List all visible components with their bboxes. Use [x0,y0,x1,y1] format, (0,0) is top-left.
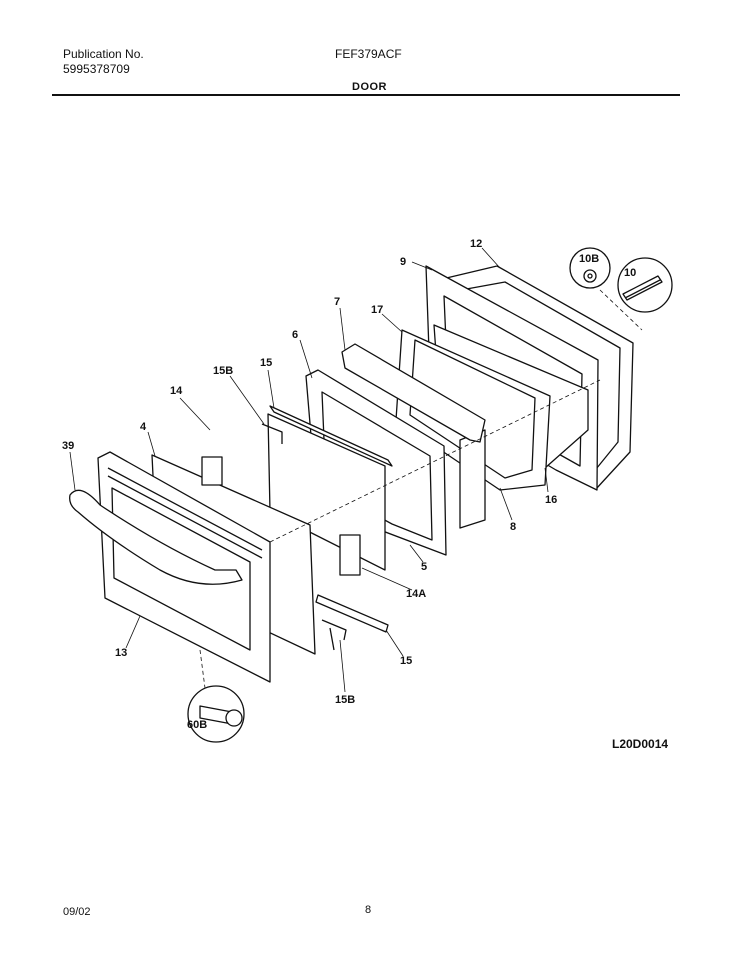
leader-4 [147,431,156,457]
part-13-top-slot [107,467,263,559]
part-4-glass-tab [201,456,223,486]
leader-12 [481,247,501,269]
part-10B-washer-callout [569,247,611,289]
part-8-insulation [459,429,486,529]
leader-15-top [267,369,275,409]
publication-label: Publication No. [63,47,144,61]
leader-16 [544,467,549,493]
callout-7: 7 [334,296,340,308]
part-7-insulation-pad [341,343,486,443]
part-39-door-handle [69,489,243,585]
leader-8 [499,487,513,521]
callout-39: 39 [62,440,74,452]
section-title: DOOR [352,81,387,93]
callout-16: 16 [545,494,557,506]
callout-9: 9 [400,256,406,268]
leader-14A [361,567,413,591]
callout-6: 6 [292,329,298,341]
footer-date: 09/02 [63,906,91,918]
callout-10: 10 [624,267,636,279]
callout-15-top: 15 [260,357,272,369]
header-rule [52,94,680,96]
callout-5: 5 [421,561,427,573]
callout-15-bottom: 15 [400,655,412,667]
callout-60B: 60B [187,719,207,731]
publication-number: 5995378709 [63,62,130,76]
part-13-window-cutout [111,487,251,651]
leader-15B-bottom [339,639,346,693]
part-14-inner-glass [267,413,386,571]
page-number: 8 [365,904,372,916]
callout-8: 8 [510,521,516,533]
leader-15B-top [229,375,265,425]
callout-15B-bottom: 15B [335,694,355,706]
callout-10B: 10B [579,253,599,265]
leader-39 [69,451,76,491]
part-15B-bottom-bracket [321,619,347,651]
callout-17: 17 [371,304,383,316]
callout-12: 12 [470,238,482,250]
part-15-top-strip [269,405,393,467]
callout-14A: 14A [406,588,426,600]
part-14A-spacer [339,534,361,576]
leader-5 [409,544,424,563]
screw-axis-line [599,289,643,331]
model-number: FEF379ACF [335,47,402,61]
callout-13: 13 [115,647,127,659]
washer-hole [587,273,593,279]
leader-9 [411,261,433,271]
leader-17 [381,313,403,333]
part-17-glass-frame [395,329,551,491]
callout-15B-top: 15B [213,365,233,377]
callout-4: 4 [140,421,147,433]
callout-14: 14 [170,385,183,397]
part-15-bottom-strip [315,594,389,633]
leader-7 [339,307,346,351]
part-15B-top-bracket [261,423,283,444]
bolt-head-icon [225,709,243,727]
leader-6 [299,339,313,379]
screw-leader-line [199,649,206,689]
leader-15-bottom [385,629,404,657]
leader-13 [125,615,141,649]
leader-14 [179,397,211,431]
screw-icon [622,275,663,301]
assembly-axis-line [269,379,601,543]
diagram-code: L20D0014 [612,737,669,751]
